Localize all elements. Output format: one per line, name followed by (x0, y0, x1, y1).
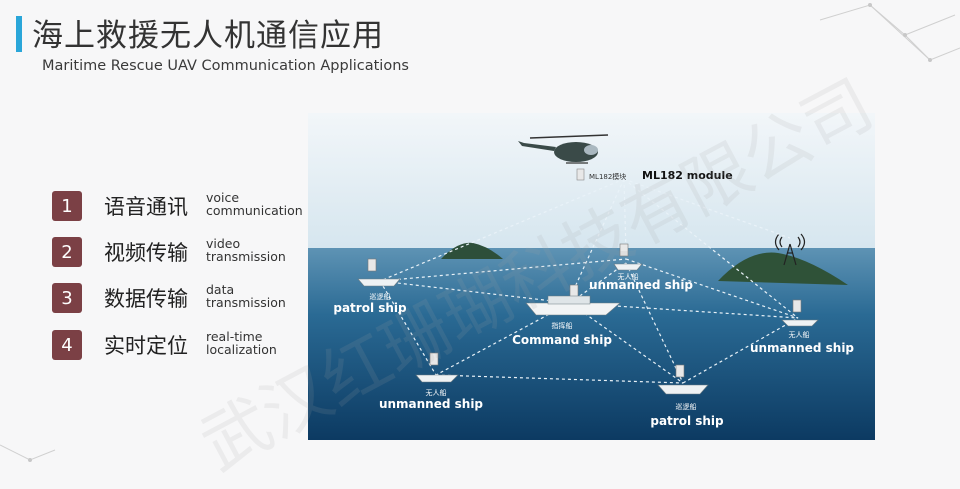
patrol-ship-bottom-icon (657, 384, 709, 395)
module-icon (429, 352, 439, 366)
command-ship-cabin (547, 295, 591, 305)
unmanned-right-label-en: unmanned ship (750, 341, 854, 355)
page-subtitle: Maritime Rescue UAV Communication Applic… (42, 58, 409, 74)
command-label-en: Command ship (512, 333, 612, 347)
helicopter-module-en: ML182 module (642, 169, 733, 182)
unmanned-ship-top-icon (613, 263, 643, 271)
unmanned-top-label-cn: 无人船 (618, 272, 639, 281)
module-icon (569, 284, 579, 298)
patrol-ship-left-icon (357, 278, 401, 287)
module-icon (675, 364, 685, 378)
patrol-left-label-cn: 巡逻船 (370, 292, 391, 301)
patrol-left-label-en: patrol ship (333, 301, 407, 315)
feature-label-cn: 实时定位 (104, 334, 188, 358)
helicopter-module-cn: ML182模块 (589, 172, 626, 181)
unmanned-top-label-en: unmanned ship (589, 278, 693, 292)
unmanned-ship-bottom-icon (415, 374, 459, 383)
feature-number: 3 (52, 283, 82, 313)
maritime-scene: ML182模块 ML182 module 巡逻船 patrol ship 无人船… (308, 113, 875, 440)
unmanned-right-label-cn: 无人船 (789, 330, 810, 339)
module-icon (792, 299, 802, 313)
command-ship-icon (525, 302, 621, 316)
patrol-bottom-label-cn: 巡逻船 (676, 402, 697, 411)
module-icon (619, 243, 629, 257)
helicopter-icon (518, 134, 609, 164)
module-icon (576, 168, 585, 181)
unmanned-bottom-label-cn: 无人船 (426, 388, 447, 397)
feature-number: 4 (52, 330, 82, 360)
feature-number: 2 (52, 237, 82, 267)
patrol-bottom-label-en: patrol ship (650, 414, 724, 428)
feature-label-cn: 视频传输 (104, 241, 188, 265)
title-accent-bar (16, 16, 22, 52)
feature-label-cn: 数据传输 (104, 287, 188, 311)
command-label-cn: 指挥船 (552, 321, 573, 330)
page-title: 海上救援无人机通信应用 (32, 18, 384, 54)
unmanned-ship-right-icon (781, 319, 819, 327)
signal-tower-icon (774, 233, 806, 266)
feature-number: 1 (52, 191, 82, 221)
island-left (441, 242, 503, 259)
network-links (379, 178, 799, 384)
unmanned-bottom-label-en: unmanned ship (379, 397, 483, 411)
feature-label-cn: 语音通讯 (104, 195, 188, 219)
island-right (718, 252, 848, 285)
module-icon (367, 258, 377, 272)
